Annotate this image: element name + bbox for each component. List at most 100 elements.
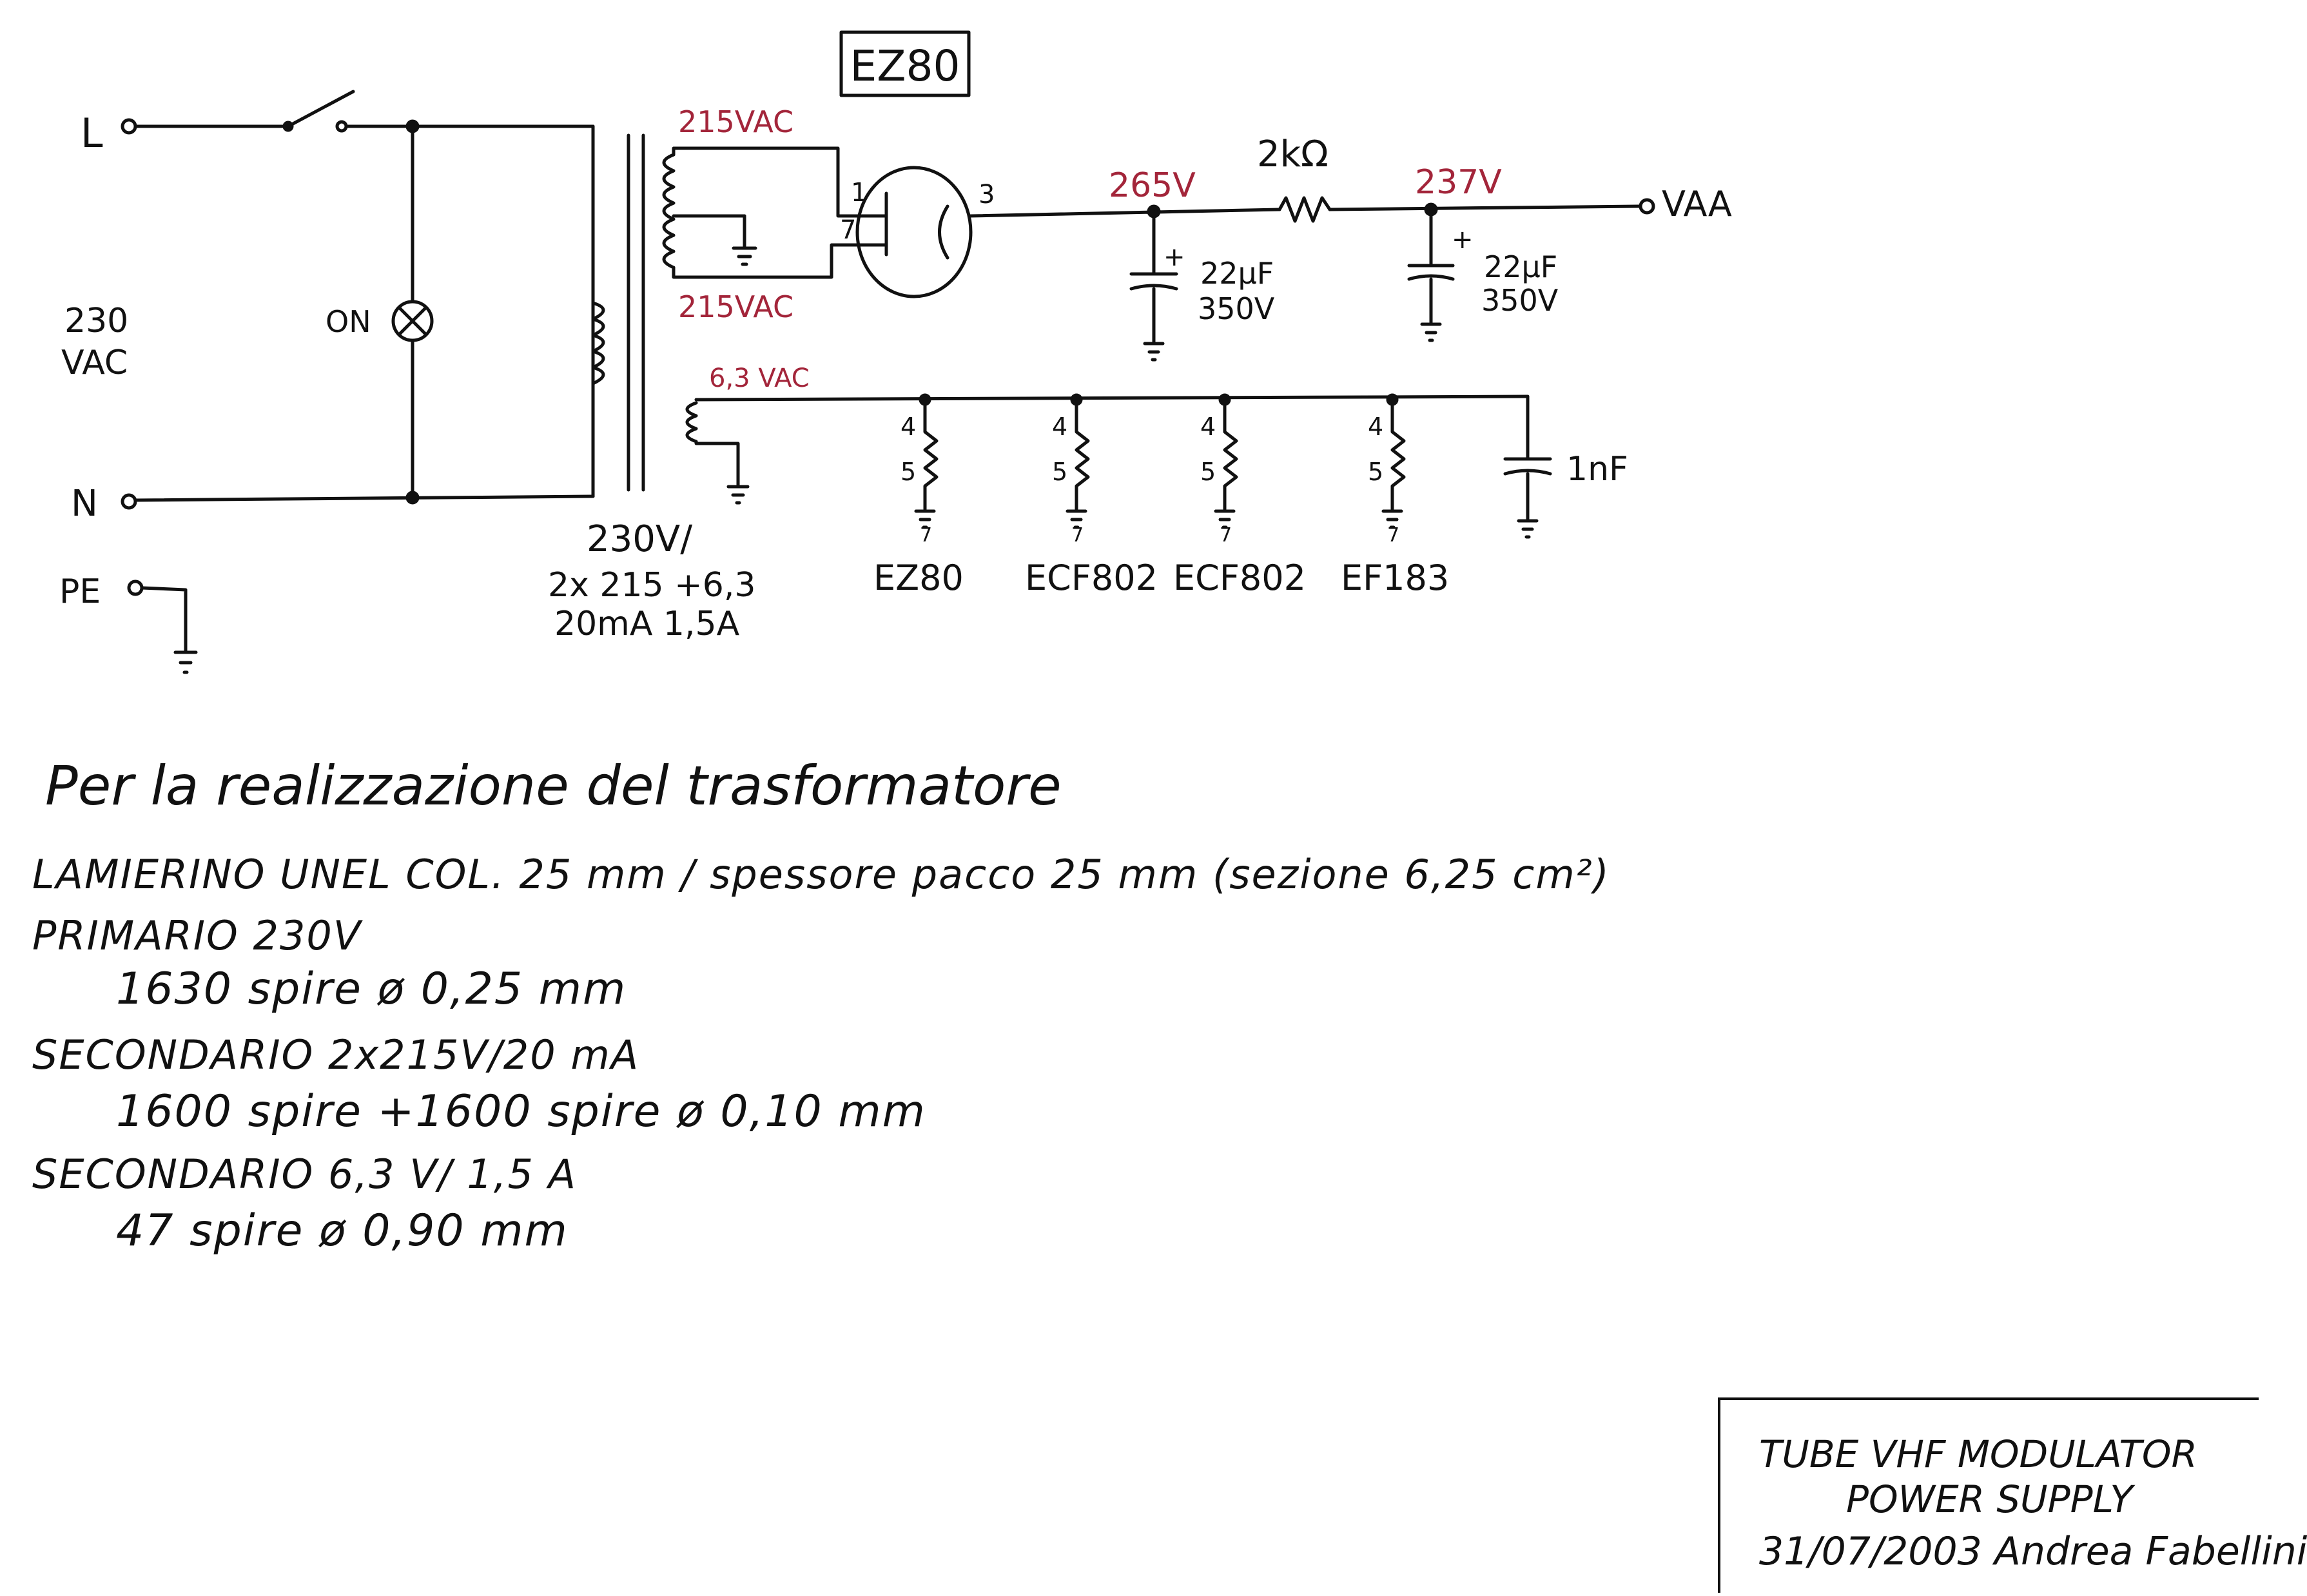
- filament-icon: [923, 398, 939, 511]
- notes-title: Per la realizzazione del trasformatore: [45, 754, 1062, 817]
- notes-line-secondary-hv: SECONDARIO 2x215V/20 mA: [32, 1031, 640, 1078]
- cap2-ground-icon: [1420, 322, 1442, 342]
- heater-rail: [694, 394, 1530, 402]
- filament-tube-name: EZ80: [873, 558, 964, 598]
- heater-cap-ground-icon: [1517, 519, 1539, 539]
- rectifier-tube-icon: [855, 166, 973, 298]
- junction-dot: [405, 119, 420, 133]
- notes-line-primary: PRIMARIO 230V: [32, 912, 362, 959]
- filament-ground-icon: [1381, 509, 1403, 529]
- schematic-sheet: EZ80 L 230 VAC N PE ON 215VAC 215VAC: [32, 30, 2307, 1593]
- notes-line-primary-turns: 1630 spire ø 0,25 mm: [116, 964, 627, 1015]
- rectified-voltage: 265V: [1109, 166, 1196, 205]
- heater-cap-plate-bottom: [1503, 469, 1552, 476]
- hv-bottom-wire: [672, 243, 862, 279]
- transformer-spec-currents: 20mA 1,5A: [554, 605, 740, 643]
- hv-secondary-top-voltage: 215VAC: [678, 104, 793, 139]
- heater-secondary-voltage: 6,3 VAC: [709, 364, 810, 393]
- filament-pin-bottom: 5: [1200, 458, 1216, 486]
- center-tap-ground-icon: [732, 246, 757, 266]
- filament-pin-top: 4: [1052, 413, 1067, 441]
- hv-rail-1: [968, 208, 1281, 218]
- indicator-lamp-icon: [391, 300, 434, 342]
- line-terminal-label: L: [81, 110, 103, 157]
- mains-switch: [286, 90, 355, 128]
- filament-pin-ground: 7: [1387, 524, 1399, 547]
- filament-icon: [1223, 398, 1238, 511]
- earth-ground-icon: [173, 650, 198, 674]
- tube-cathode: [938, 204, 949, 260]
- resistor-icon: [1278, 196, 1332, 223]
- title-block-signature: 31/07/2003 Andrea Fabellini: [1759, 1529, 2307, 1574]
- filament-pin-bottom: 5: [900, 458, 916, 486]
- transformer-spec-primary: 230V/: [587, 518, 692, 560]
- hv-top-wire: [672, 146, 866, 218]
- heater-cap-value: 1nF: [1566, 450, 1628, 489]
- earth-terminal-label: PE: [59, 572, 101, 611]
- filament-pin-bottom: 5: [1052, 458, 1067, 486]
- filament-icon: [1390, 398, 1406, 511]
- title-block: TUBE VHF MODULATOR POWER SUPPLY 31/07/20…: [1718, 1397, 2307, 1593]
- cap2-plate-bottom: [1407, 274, 1455, 281]
- cap1-ground-icon: [1143, 342, 1165, 362]
- notes-line-lamination: LAMIERINO UNEL COL. 25 mm / spessore pac…: [32, 851, 1610, 898]
- filament-ground-icon: [1066, 509, 1087, 529]
- filament-pin-ground: 7: [1220, 524, 1232, 547]
- line-terminal: [121, 118, 137, 135]
- filament-pin-top: 4: [1368, 413, 1383, 441]
- filament-tube-name: ECF802: [1025, 558, 1158, 598]
- primary-winding: [591, 301, 605, 385]
- junction-dot: [405, 491, 420, 505]
- heater-secondary-winding: [685, 401, 698, 443]
- neutral-terminal-label: N: [71, 483, 98, 525]
- cap1-plate-bottom: [1129, 284, 1178, 291]
- hv-secondary-bottom-voltage: 215VAC: [678, 289, 793, 324]
- filament-pin-bottom: 5: [1368, 458, 1383, 486]
- ez80-label-box: [839, 30, 971, 97]
- filament-pin-top: 4: [1200, 413, 1216, 441]
- tube-pin-3: 3: [978, 180, 995, 209]
- neutral-terminal: [121, 493, 137, 510]
- earth-wire: [140, 586, 188, 653]
- filament-tube-name: ECF802: [1173, 558, 1306, 598]
- filtered-voltage: 237V: [1415, 163, 1502, 202]
- cap1-polarity: +: [1163, 242, 1185, 272]
- power-supply-schematic: EZ80 L 230 VAC N PE ON 215VAC 215VAC: [59, 30, 1732, 674]
- cap2-value: 22µF: [1484, 249, 1557, 284]
- filament-pin-ground: 7: [920, 524, 932, 547]
- filament-ground-icon: [1214, 509, 1236, 529]
- heater-ground-wire: [694, 442, 740, 487]
- ez80-label: EZ80: [850, 41, 960, 91]
- cap2-rating: 350V: [1481, 283, 1559, 318]
- notes-line-secondary-hv-turns: 1600 spire +1600 spire ø 0,10 mm: [116, 1086, 926, 1137]
- neutral-wire: [133, 494, 595, 502]
- filament-icon: [1075, 398, 1090, 511]
- title-block-line-1: TUBE VHF MODULATOR: [1759, 1432, 2197, 1476]
- earth-terminal: [127, 579, 144, 596]
- tube-pin-7: 7: [840, 215, 856, 245]
- transformer-spec-secondaries: 2x 215 +6,3: [548, 566, 755, 605]
- heater-ground-icon: [726, 485, 750, 505]
- cap1-value: 22µF: [1200, 256, 1274, 291]
- resistor-value: 2kΩ: [1257, 133, 1329, 175]
- filament-tube-name: EF183: [1341, 558, 1449, 598]
- notes-line-secondary-heater: SECONDARIO 6,3 V/ 1,5 A: [32, 1151, 578, 1198]
- tube-pin-1: 1: [851, 178, 867, 208]
- title-block-line-2: POWER SUPPLY: [1846, 1477, 2133, 1521]
- vaa-label: VAA: [1662, 184, 1732, 224]
- cap1-rating: 350V: [1198, 291, 1275, 326]
- filament-pin-top: 4: [900, 413, 916, 441]
- hv-rail-2: [1328, 204, 1642, 211]
- lamp-label: ON: [326, 304, 371, 339]
- mains-voltage-value: 230: [64, 302, 128, 340]
- cap2-polarity: +: [1452, 225, 1474, 255]
- vaa-terminal: [1639, 198, 1655, 215]
- notes-line-secondary-heater-turns: 47 spire ø 0,90 mm: [116, 1205, 569, 1256]
- mains-voltage-unit: VAC: [61, 344, 128, 382]
- hv-secondary-winding: [662, 153, 676, 269]
